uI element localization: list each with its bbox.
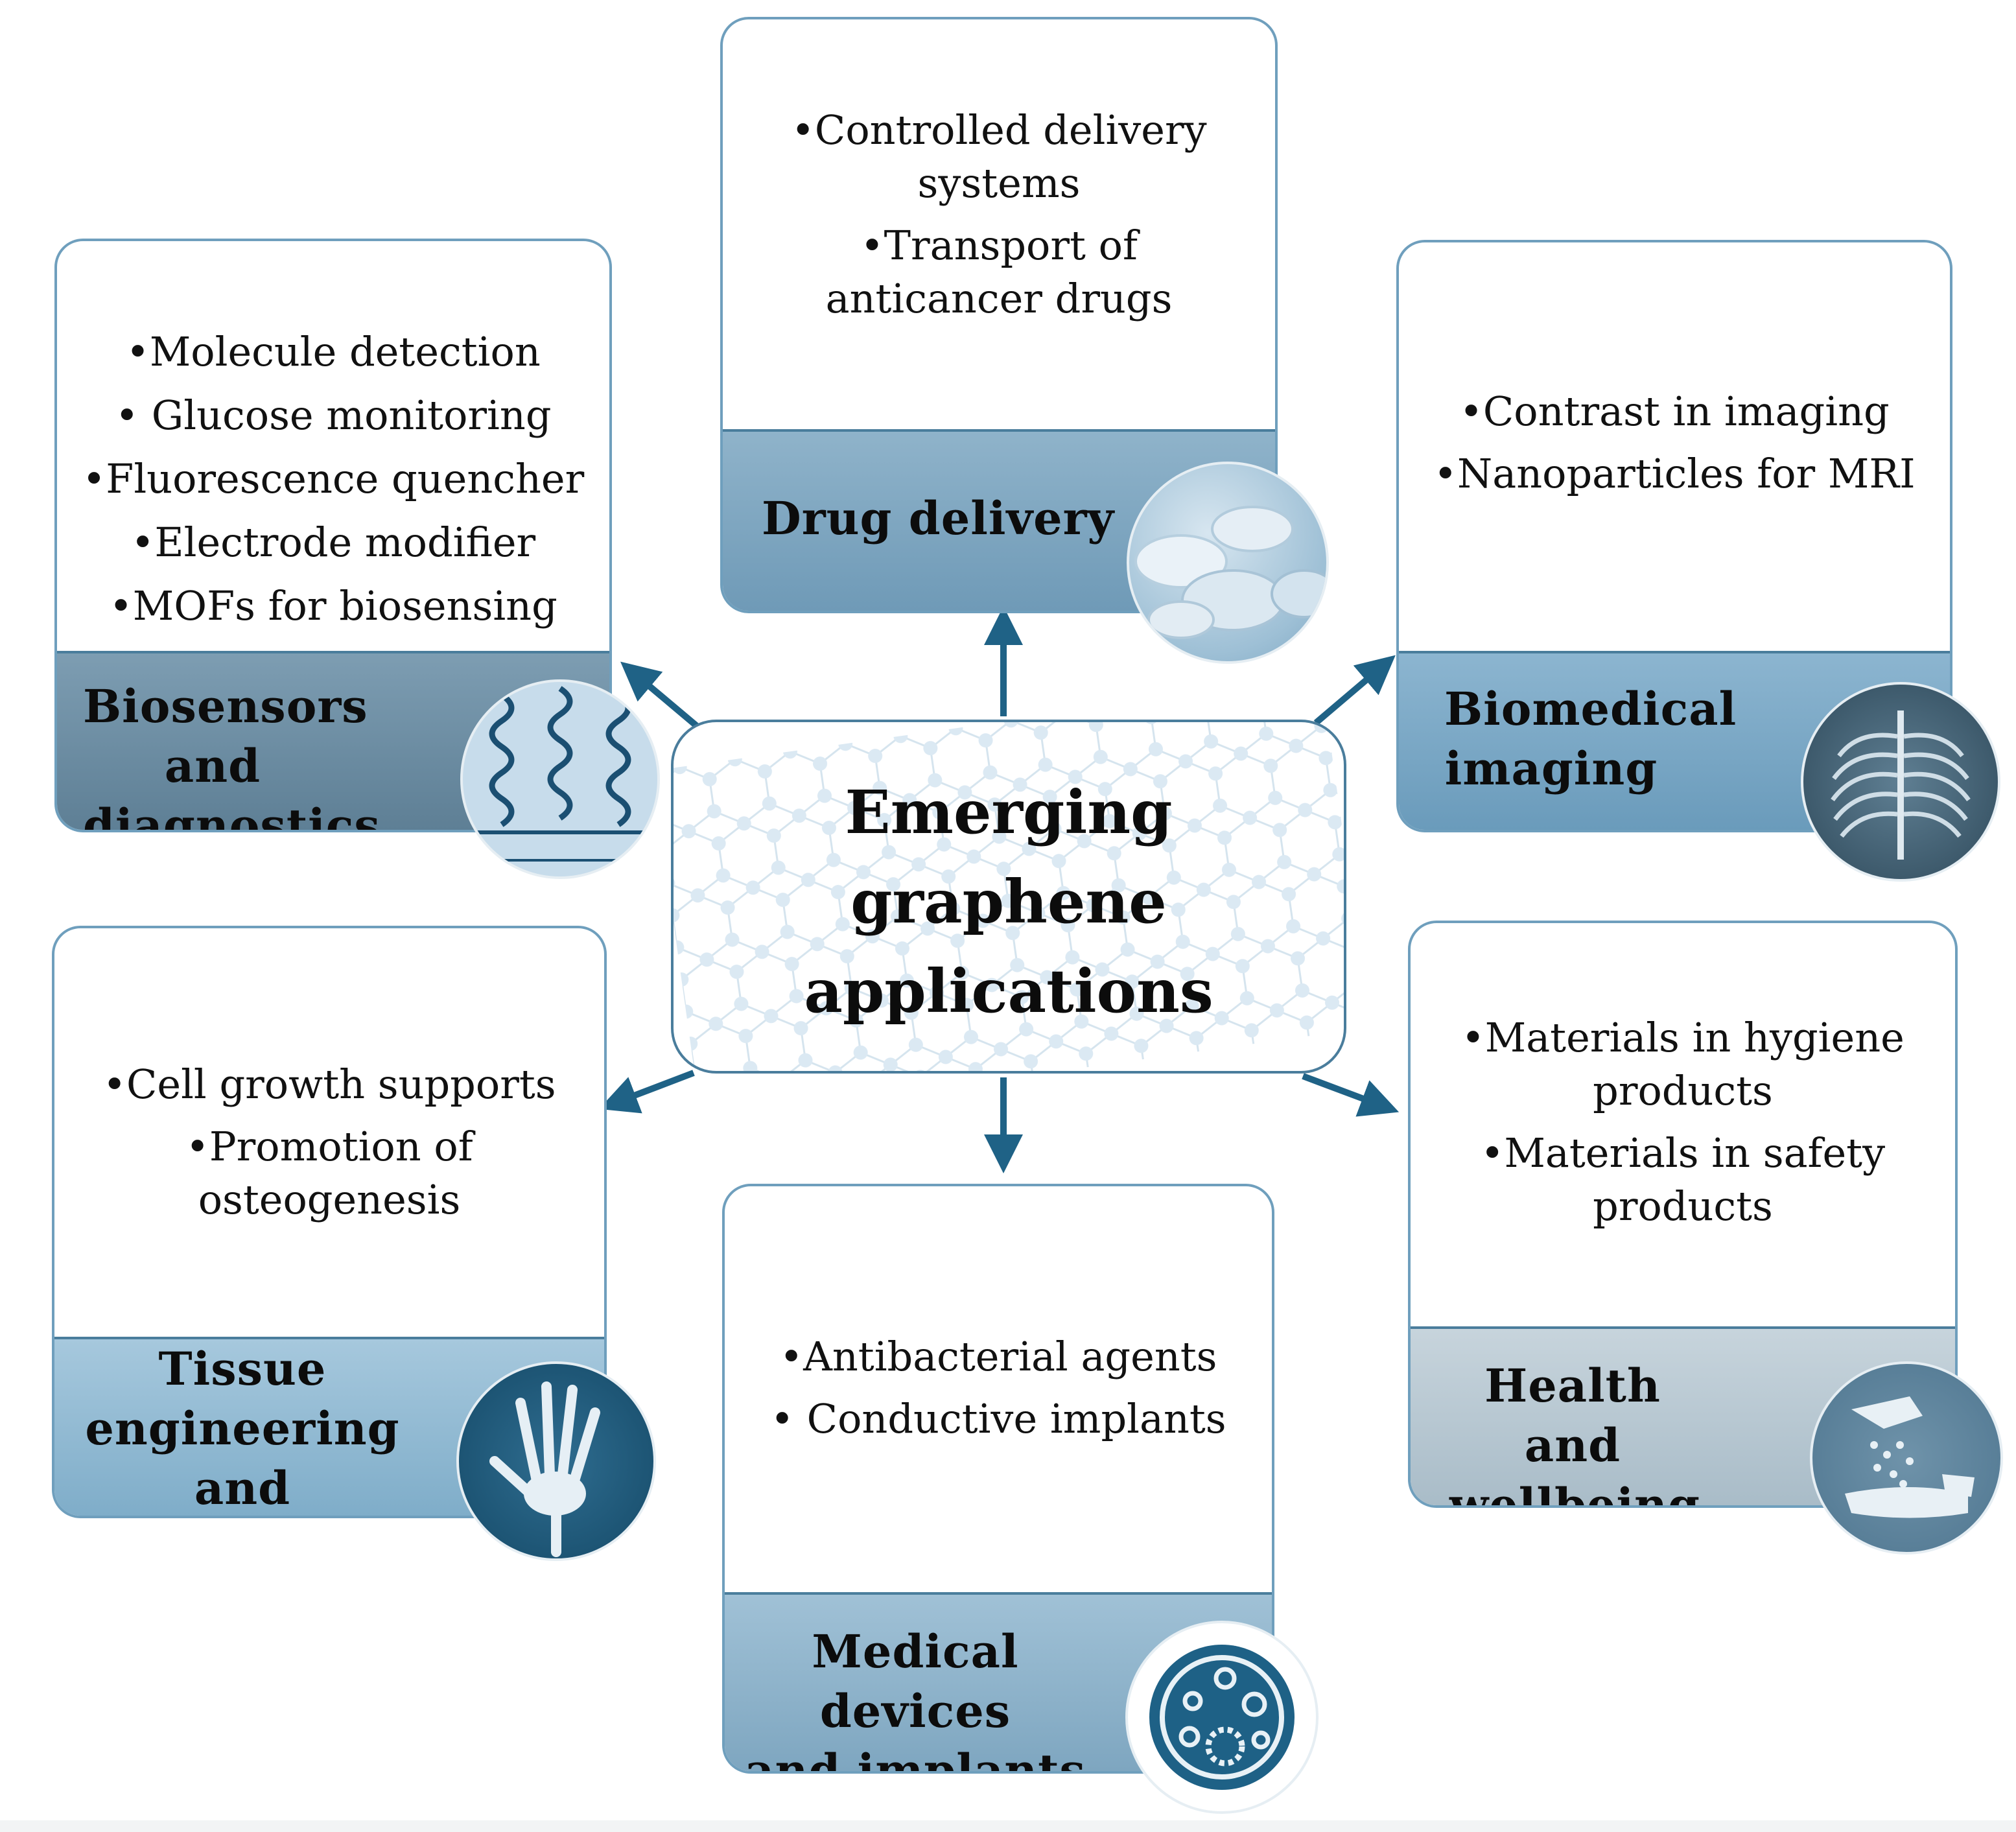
list-item: •Transport of anticancer drugs <box>825 222 1173 322</box>
central-topic-title: Emerging graphene applications <box>804 777 1213 1026</box>
arrow-to-health-wellbeing <box>1302 1073 1400 1117</box>
list-item: •Promotion of osteogenesis <box>185 1123 473 1223</box>
medical-devices-items: •Antibacterial agents • Conductive impla… <box>725 1330 1272 1455</box>
arrow-to-biosensors <box>620 661 699 729</box>
list-item: •Antibacterial agents <box>779 1333 1217 1380</box>
medical-devices-title: Medical devices and implants <box>745 1625 1086 1774</box>
bottom-strip <box>0 1820 2016 1832</box>
list-item: • Conductive implants <box>770 1395 1226 1442</box>
list-item: •Materials in hygiene products <box>1461 1014 1905 1114</box>
list-item: •MOFs for biosensing <box>109 582 557 629</box>
hand-xray-icon <box>456 1361 656 1561</box>
biomedical-imaging-items: •Contrast in imaging •Nanoparticles for … <box>1399 385 1950 510</box>
list-item: •Cell growth supports <box>102 1061 556 1108</box>
list-item: •Contrast in imaging <box>1459 388 1890 435</box>
drug-delivery-items: •Controlled delivery systems •Transport … <box>723 104 1275 335</box>
dna-strands-icon <box>460 679 660 879</box>
arrow-to-biomedical-imaging <box>1313 655 1396 725</box>
health-wellbeing-items: •Materials in hygiene products •Material… <box>1411 1011 1955 1242</box>
central-topic-box: Emerging graphene applications <box>671 720 1346 1074</box>
tissue-engineering-title: Tissue engineering and regeneration <box>85 1342 400 1515</box>
biosensors-title: Biosensors and diagnostics <box>83 679 381 832</box>
list-item: •Molecule detection <box>126 328 541 375</box>
chest-xray-icon <box>1801 682 2000 882</box>
drug-delivery-title: Drug delivery <box>762 491 1115 545</box>
hand-washing-icon <box>1810 1361 2003 1555</box>
graphene-lattice-icon <box>674 722 1344 1071</box>
tissue-engineering-items: •Cell growth supports •Promotion of oste… <box>54 1058 604 1236</box>
list-item: • Glucose monitoring <box>115 392 552 439</box>
biosensors-items: •Molecule detection • Glucose monitoring… <box>57 325 609 643</box>
list-item: •Materials in safety products <box>1480 1129 1886 1230</box>
petri-dish-icon <box>1125 1621 1319 1814</box>
list-item: •Electrode modifier <box>130 519 536 566</box>
list-item: •Fluorescence quencher <box>82 455 585 502</box>
list-item: •Controlled delivery systems <box>791 106 1207 207</box>
arrow-to-tissue-engineering <box>598 1070 695 1114</box>
list-item: •Nanoparticles for MRI <box>1433 450 1916 497</box>
pills-icon <box>1127 462 1329 664</box>
biomedical-imaging-title: Biomedical imaging <box>1444 682 1737 795</box>
health-wellbeing-title: Health and wellbeing <box>1449 1359 1700 1508</box>
